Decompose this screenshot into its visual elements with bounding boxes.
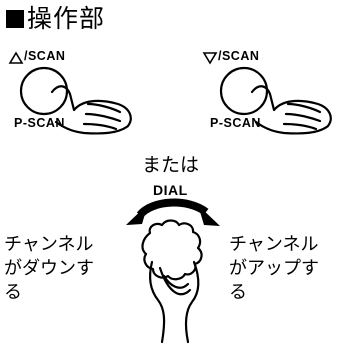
left-scan-label: /SCAN (24, 49, 66, 63)
or-text: または (142, 154, 200, 176)
left-caption-line: る (4, 282, 22, 303)
hand-holding-dial-icon (148, 260, 200, 344)
right-caption: チャンネル がアップす る (229, 233, 319, 305)
down-triangle-icon (202, 52, 218, 65)
right-caption-line: がアップす (229, 258, 319, 279)
right-pointing-hand-icon (250, 85, 332, 135)
title-text: 操作部 (27, 4, 106, 33)
right-caption-line: チャンネル (229, 234, 319, 255)
left-pointing-hand-icon (50, 85, 132, 135)
up-triangle-icon (8, 51, 24, 64)
up-scan-button[interactable] (19, 66, 69, 116)
dial-label: DIAL (153, 182, 188, 198)
left-caption: チャンネル がダウンす る (4, 233, 94, 305)
left-caption-line: がダウンす (4, 258, 94, 279)
square-bullet-icon (6, 10, 24, 28)
down-scan-button[interactable] (219, 66, 269, 116)
right-pscan-label: P-SCAN (210, 116, 261, 130)
rotation-arrow-icon (126, 198, 220, 226)
section-title: 操作部 (6, 4, 105, 34)
right-scan-label: /SCAN (218, 49, 260, 63)
left-caption-line: チャンネル (4, 234, 94, 255)
left-pscan-label: P-SCAN (14, 116, 65, 130)
right-caption-line: る (229, 282, 247, 303)
